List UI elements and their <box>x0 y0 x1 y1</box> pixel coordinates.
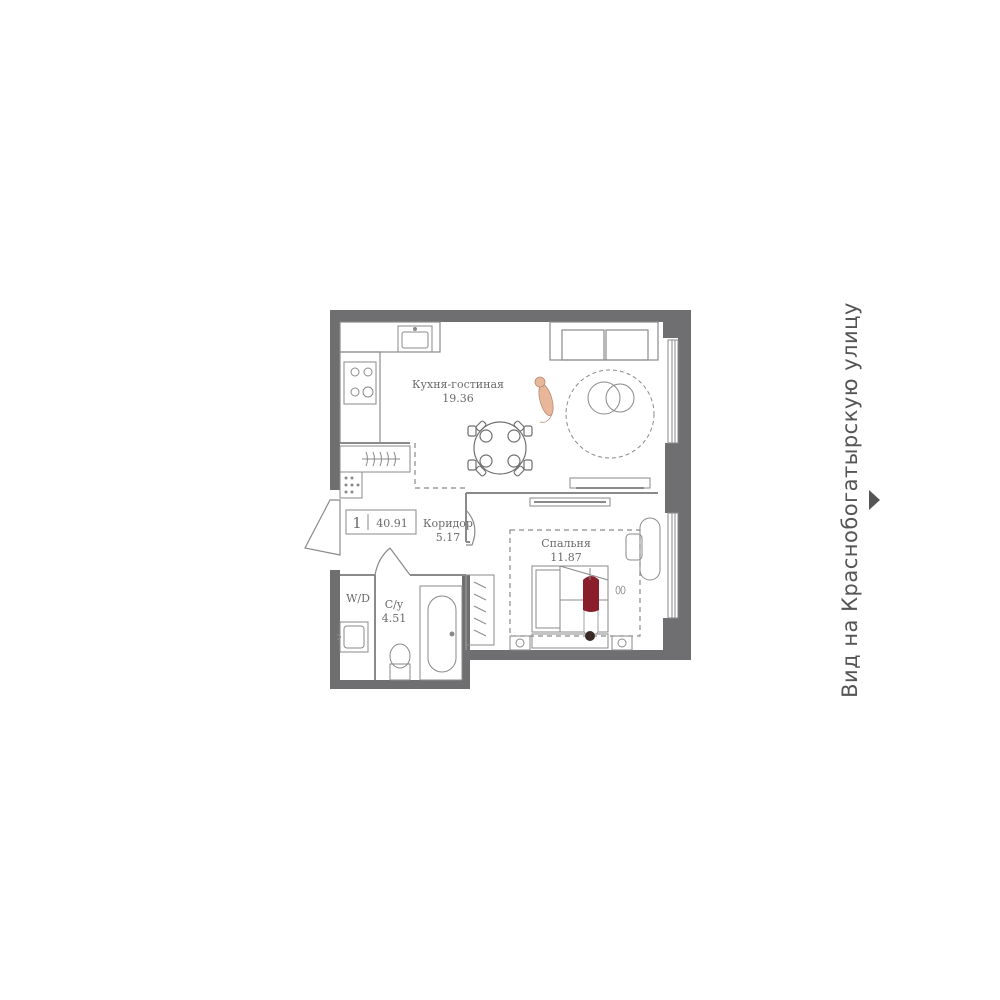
washbasin-icon <box>336 621 369 653</box>
bedroom-area: 11.87 <box>550 551 582 564</box>
corridor-area: 5.17 <box>436 531 461 544</box>
entrance-door <box>304 499 341 556</box>
view-arrow-icon <box>869 490 880 510</box>
kitchen-living-name: Кухня-гостиная <box>412 378 504 391</box>
sink-icon <box>397 325 433 353</box>
sofa-icon <box>549 321 659 361</box>
bathtub-icon <box>419 585 463 681</box>
apartment-badge: 1 40.91 <box>345 509 417 535</box>
total-area: 40.91 <box>376 517 408 530</box>
zone-lines <box>414 443 641 637</box>
tv-stand-icon <box>569 477 651 489</box>
bedroom-name: Спальня <box>541 537 591 550</box>
bathroom-area: 4.51 <box>382 612 407 625</box>
view-caption-text: Вид на Краснобогатырскую улицу <box>838 302 862 698</box>
dining-table-icon <box>467 420 533 477</box>
electrical-panel-icon <box>339 471 363 499</box>
stove-icon <box>343 361 377 405</box>
rug-icon <box>565 369 655 459</box>
bathroom-wardrobe-icon <box>465 574 495 646</box>
slippers-icon <box>615 585 626 595</box>
washer-label: W/D <box>346 592 370 605</box>
person-icon <box>583 568 599 641</box>
bed-icon <box>509 565 633 651</box>
bedroom-tv-icon <box>529 497 611 507</box>
bathroom-name: С/у <box>385 598 404 611</box>
rooms-count: 1 <box>352 514 362 532</box>
corridor-door <box>374 509 476 576</box>
kitchen-counter <box>339 321 441 444</box>
toilet-icon <box>389 643 411 681</box>
bathtub-freestanding-icon <box>625 517 661 581</box>
kitchen-living-area: 19.36 <box>442 392 474 405</box>
wardrobe-icon <box>339 445 411 473</box>
interior-walls <box>340 442 658 680</box>
corridor-name: Коридор <box>423 517 473 530</box>
windows <box>667 339 679 619</box>
cat-icon <box>534 376 554 423</box>
